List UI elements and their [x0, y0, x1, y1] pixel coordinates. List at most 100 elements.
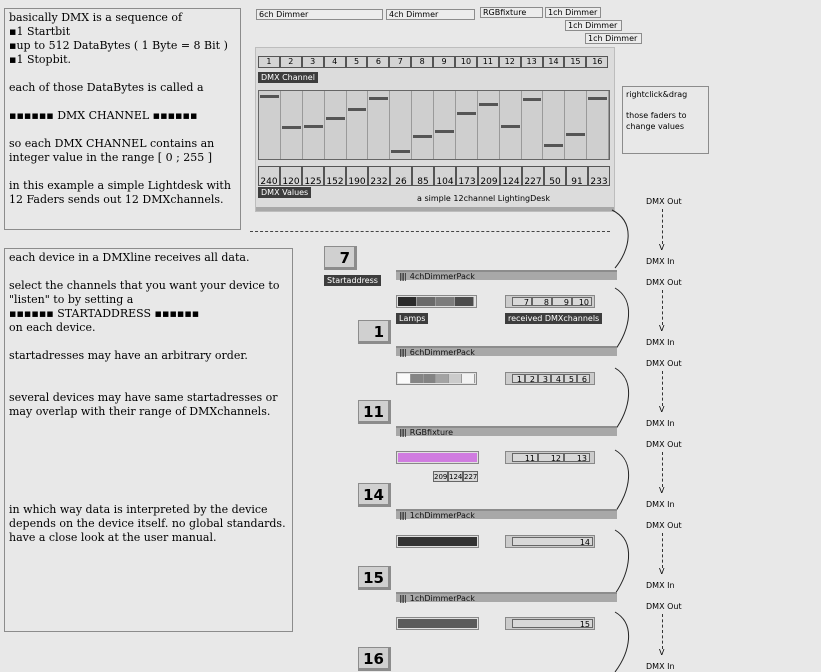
grip-icon: ||||: [399, 594, 407, 603]
device-header-6ch: ||||6chDimmerPack: [396, 346, 617, 357]
fader[interactable]: [455, 91, 478, 159]
lamp-level: [462, 374, 475, 383]
1ch-dimmer-box-c[interactable]: 1ch Dimmer: [585, 33, 642, 44]
dmx-explanation-line: 12 Faders sends out 12 DMXchannels.: [9, 193, 224, 206]
6ch-dimmer-box[interactable]: 6ch Dimmer: [256, 9, 383, 20]
fader[interactable]: [434, 91, 456, 159]
channel-number: 6: [367, 56, 390, 68]
fader[interactable]: [390, 91, 413, 159]
dmx-cable-line: [662, 614, 663, 649]
startaddress-explanation-line: each device in a DMXline receives all da…: [9, 251, 250, 264]
received-channel: 12: [538, 453, 564, 463]
received-channel: 10: [572, 297, 592, 307]
startaddress-explanation-line: on each device.: [9, 321, 96, 334]
fader[interactable]: [368, 91, 391, 159]
fader-knob[interactable]: [435, 129, 454, 133]
dmx-value: 85: [412, 166, 434, 187]
device-header-4ch: ||||4chDimmerPack: [396, 270, 617, 281]
lamp-level: [398, 374, 411, 383]
fader-knob[interactable]: [500, 124, 520, 128]
startaddress-box-3[interactable]: 11: [358, 400, 391, 424]
lamp-level: [410, 374, 424, 383]
fader-knob[interactable]: [303, 124, 323, 128]
fader-knob[interactable]: [544, 143, 564, 147]
received-channel: 7: [512, 297, 532, 307]
channel-number: 5: [345, 56, 368, 68]
received-dmx-channels-label: received DMXchannels: [505, 313, 603, 324]
section-divider: [250, 231, 610, 232]
rgb-value: 227: [463, 471, 478, 482]
fader[interactable]: [543, 91, 566, 159]
startaddress-box-5[interactable]: 15: [358, 566, 391, 590]
startaddress-box-6[interactable]: 16: [358, 647, 391, 671]
lamp-level: [436, 374, 450, 383]
device-header-1ch-b: ||||1chDimmerPack: [396, 592, 617, 603]
fader[interactable]: [259, 91, 281, 159]
dimmer-level-display-a: [396, 535, 479, 548]
arrow-down-icon: V: [659, 405, 665, 414]
dmx-explanation-line: basically DMX is a sequence of: [9, 11, 183, 24]
dmx-value: 209: [478, 166, 500, 187]
received-channel: 6: [577, 374, 590, 384]
fader-knob[interactable]: [347, 107, 367, 111]
dmx-value: 240: [258, 166, 280, 187]
dmx-value: 232: [368, 166, 390, 187]
fader[interactable]: [587, 91, 609, 159]
fader-knob[interactable]: [522, 98, 542, 102]
fader-knob[interactable]: [566, 133, 586, 137]
1ch-dimmer-box-b[interactable]: 1ch Dimmer: [565, 20, 622, 31]
lamps-label: Lamps: [396, 313, 429, 324]
dmx-explanation-line: ▪1 Stopbit.: [9, 53, 72, 66]
channel-number: 16: [586, 56, 609, 68]
fader-knob[interactable]: [260, 94, 279, 98]
dmx-explanation-line: integer value in the range [ 0 ; 255 ]: [9, 151, 213, 164]
startaddress-box-1[interactable]: 7: [324, 246, 357, 270]
dmx-value: 190: [346, 166, 368, 187]
lightdesk-caption: a simple 12channel LightingDesk: [417, 194, 550, 203]
device-name: 6chDimmerPack: [409, 348, 475, 357]
grip-icon: ||||: [399, 428, 407, 437]
fader-knob[interactable]: [391, 150, 411, 154]
fader-knob[interactable]: [281, 125, 301, 129]
startaddress-box-2[interactable]: 1: [358, 320, 391, 344]
fader-knob[interactable]: [588, 96, 607, 100]
fader[interactable]: [477, 91, 500, 159]
4ch-dimmer-box[interactable]: 4ch Dimmer: [386, 9, 475, 20]
fader-bank[interactable]: [258, 90, 610, 160]
dmx-explanation-line: ▪1 Startbit: [9, 25, 71, 38]
received-channel: 8: [532, 297, 552, 307]
channel-number: 4: [323, 56, 346, 68]
fader[interactable]: [280, 91, 303, 159]
rgb-color-display: [396, 451, 479, 464]
startaddress-box-4[interactable]: 14: [358, 483, 391, 507]
fader[interactable]: [499, 91, 522, 159]
fader[interactable]: [302, 91, 325, 159]
rgb-fixture-box[interactable]: RGBfixture: [480, 7, 543, 18]
startaddress-explanation-line: may overlap with their range of DMXchann…: [9, 405, 271, 418]
channel-number: 8: [411, 56, 434, 68]
startaddress-explanation-line: "listen" to by setting a: [9, 293, 134, 306]
fader[interactable]: [346, 91, 369, 159]
fader-knob[interactable]: [478, 102, 498, 106]
dmx-out-label: DMX Out: [646, 521, 682, 530]
fader-knob[interactable]: [369, 96, 389, 100]
fader-knob[interactable]: [325, 117, 345, 121]
fader-knob[interactable]: [456, 112, 476, 116]
fader-knob[interactable]: [413, 135, 432, 139]
dmx-cable-line: [662, 533, 663, 568]
dmx-explanation-line: so each DMX CHANNEL contains an: [9, 137, 215, 150]
fader[interactable]: [521, 91, 544, 159]
startaddress-explanation-line: have a close look at the user manual.: [9, 531, 217, 544]
startaddress-explanation-line: several devices may have same startadres…: [9, 391, 278, 404]
fader[interactable]: [565, 91, 588, 159]
dmx-in-label: DMX In: [646, 419, 675, 428]
dmx-value: 91: [566, 166, 588, 187]
fader[interactable]: [324, 91, 347, 159]
dmx-out-label: DMX Out: [646, 440, 682, 449]
lamp-level: [423, 374, 437, 383]
device-name: 4chDimmerPack: [409, 272, 475, 281]
1ch-dimmer-box-a[interactable]: 1ch Dimmer: [545, 7, 601, 18]
fader[interactable]: [412, 91, 434, 159]
